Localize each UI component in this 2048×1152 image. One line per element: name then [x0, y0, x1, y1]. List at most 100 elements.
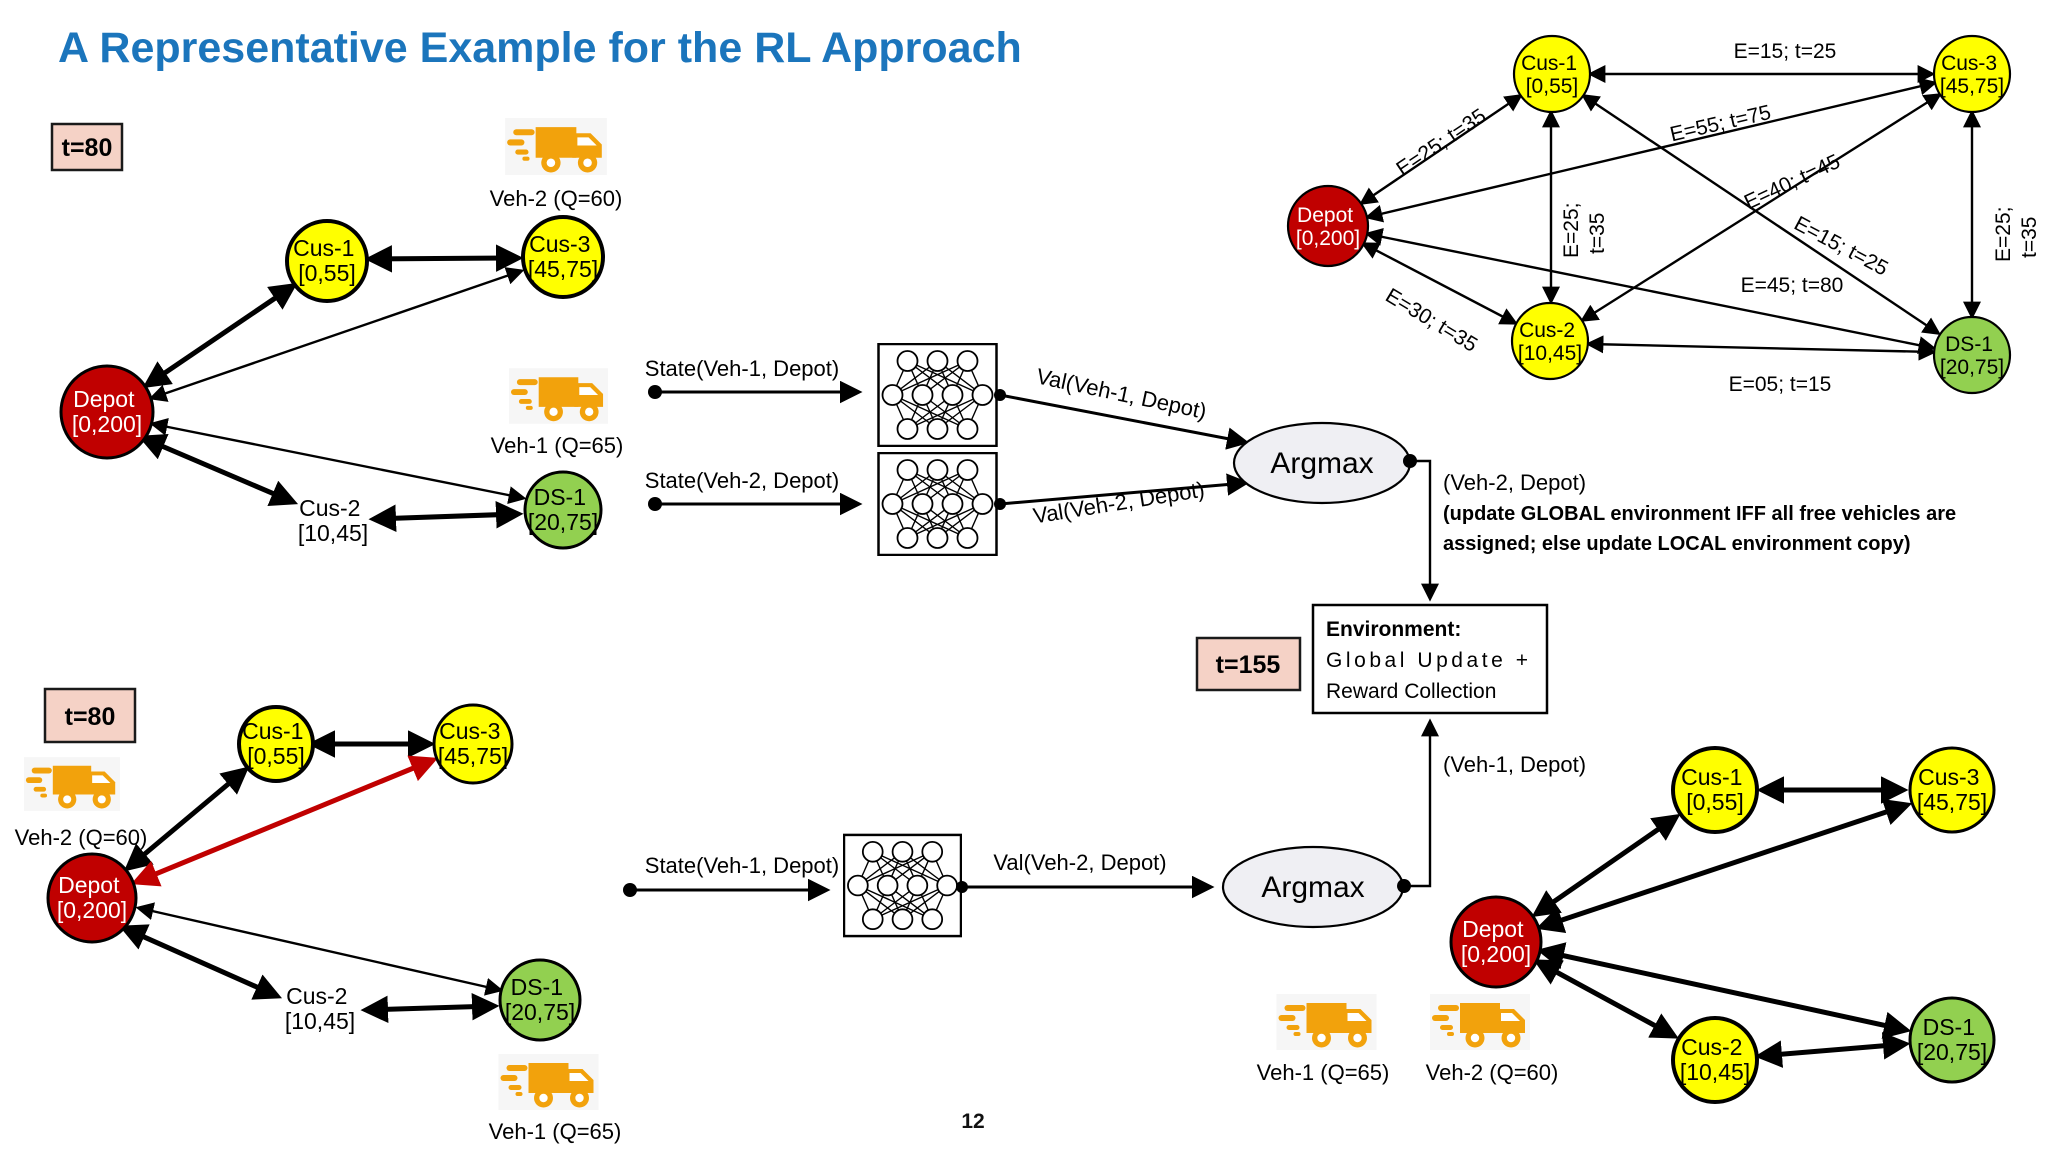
- edge-cus2-ds1: [1585, 335, 1937, 361]
- veh2-label: Veh-2 (Q=60): [490, 186, 623, 211]
- node-cus1: Cus-1 [0,55]: [1671, 746, 1759, 834]
- val-label: Val(Veh-2, Depot): [993, 850, 1166, 875]
- veh2-truck-icon: [505, 118, 607, 175]
- edge-label-depot-cus1: E=25; t=35: [1392, 104, 1490, 181]
- svg-text:DS-1 [20,75]: DS-1 [20,75]: [1917, 1014, 1987, 1065]
- edge-label-cus2-cus3: E=40; t=45: [1741, 150, 1844, 214]
- state2-label: State(Veh-2, Depot): [645, 468, 839, 493]
- environment-line2: Global Update +: [1326, 649, 1528, 672]
- svg-text:Cus-3 [45,75]: Cus-3 [45,75]: [528, 231, 598, 282]
- value-network: [843, 833, 962, 938]
- edge-label-depot-cus2: E=30; t=35: [1381, 284, 1481, 357]
- node-ds1: DS-1 [20,75]: [1932, 315, 2012, 395]
- edge-depot-cus3: [1364, 77, 1938, 223]
- environment-title: Environment:: [1326, 618, 1461, 641]
- argmax-label: Argmax: [1261, 871, 1364, 904]
- time-badge: [50, 122, 124, 172]
- update-note-line1: (update GLOBAL environment IFF all free …: [1443, 503, 1956, 525]
- edge-depot-cus2: [1533, 959, 1679, 1039]
- edge-label-cus3-ds1: E=25; t=35: [1992, 201, 2041, 262]
- svg-text:Depot [0,200]: Depot [0,200]: [1296, 204, 1360, 250]
- time-badge: [1195, 636, 1302, 692]
- node-depot: Depot [0,200]: [1286, 184, 1370, 268]
- val2-arrow: [999, 473, 1250, 506]
- graph-bottom-right: Veh-1 (Q=65) Veh-2 (Q=60) Cus-1 [0,55] C…: [1257, 746, 1996, 1104]
- node-ds1: DS-1 [20,75]: [498, 958, 582, 1042]
- environment-line3: Reward Collection: [1326, 680, 1496, 703]
- graph-top-left: t=80 Veh-2 (Q=60) Veh-1 (Q=65) Cus-1 [0,…: [50, 118, 624, 550]
- state1-label: State(Veh-1, Depot): [645, 356, 839, 381]
- edge-depot-cus2: [118, 924, 283, 1000]
- edge-label-cus1-ds1: E=15; t=25: [1790, 212, 1892, 281]
- svg-text:Cus-1 [0,55]: Cus-1 [0,55]: [1521, 52, 1583, 98]
- action-label: (Veh-1, Depot): [1443, 752, 1586, 777]
- svg-text:Cus-3 [45,75]: Cus-3 [45,75]: [438, 718, 508, 769]
- edge-depot-cus1: [123, 766, 250, 872]
- node-cus1: Cus-1 [0,55]: [285, 219, 369, 303]
- edge-depot-ds1: [149, 417, 527, 505]
- value-network-veh2: [877, 452, 998, 556]
- svg-text:Cus-1 [0,55]: Cus-1 [0,55]: [242, 718, 310, 769]
- edge-label-cus1-cus2: E=25; t=35: [1560, 197, 1609, 258]
- veh1-truck-icon: [509, 368, 608, 424]
- pipeline-bottom: State(Veh-1, Depot) Val(Veh-2, Depot) Ar…: [623, 718, 1586, 938]
- node-cus2: Cus-2 [10,45]: [1510, 301, 1590, 381]
- state-label: State(Veh-1, Depot): [645, 853, 839, 878]
- environment-box: [1311, 603, 1549, 715]
- node-cus3: Cus-3 [45,75]: [432, 703, 514, 785]
- edge-cus2-ds1: [1754, 1032, 1911, 1068]
- svg-text:Cus-2 [10,45]: Cus-2 [10,45]: [1518, 319, 1582, 365]
- node-cus3: Cus-3 [45,75]: [521, 215, 605, 299]
- svg-text:Cus-3 [45,75]: Cus-3 [45,75]: [1917, 764, 1987, 815]
- svg-text:DS-1 [20,75]: DS-1 [20,75]: [505, 974, 575, 1025]
- edge-label-cus2-ds1: E=05; t=15: [1729, 373, 1832, 396]
- edge-depot-cus3-selected: [130, 755, 439, 887]
- decision-to-environment-arrow: [1410, 459, 1439, 602]
- veh2-label: Veh-2 (Q=60): [1426, 1060, 1559, 1085]
- veh1-label: Veh-1 (Q=65): [489, 1119, 622, 1144]
- edge-depot-cus2: [137, 433, 299, 507]
- edge-depot-cus3: [1535, 798, 1913, 934]
- svg-text:DS-1 [20,75]: DS-1 [20,75]: [528, 484, 598, 535]
- edge-depot-cus1: [142, 282, 298, 389]
- node-cus3: Cus-3 [45,75]: [1908, 746, 1996, 834]
- svg-text:Depot [0,200]: Depot [0,200]: [1461, 916, 1531, 967]
- page-title: A Representative Example for the RL Appr…: [58, 24, 1022, 72]
- pipeline-top: State(Veh-1, Depot) State(Veh-2, Depot) …: [645, 343, 1956, 602]
- svg-text:Depot [0,200]: Depot [0,200]: [57, 872, 127, 923]
- val2-label: Val(Veh-2, Depot): [1031, 477, 1206, 529]
- edge-cus1-ds1: [1581, 93, 1941, 336]
- node-depot: Depot [0,200]: [59, 364, 155, 460]
- node-cus1: Cus-1 [0,55]: [1512, 34, 1592, 114]
- node-cus2-label: Cus-2 [10,45]: [298, 495, 368, 546]
- node-depot: Depot [0,200]: [46, 852, 138, 944]
- svg-text:DS-1 [20,75]: DS-1 [20,75]: [1940, 333, 2004, 379]
- edge-cus2-ds1: [368, 501, 524, 532]
- svg-text:Depot [0,200]: Depot [0,200]: [72, 386, 142, 437]
- veh1-label: Veh-1 (Q=65): [491, 433, 624, 458]
- veh2-label: Veh-2 (Q=60): [15, 825, 148, 850]
- svg-text:Cus-2 [10,45]: Cus-2 [10,45]: [1680, 1034, 1750, 1085]
- veh1-truck-icon: [498, 1054, 599, 1110]
- graph-availability: E=25; t=35 E=15; t=25 E=55; t=75 E=40; t…: [1286, 34, 2041, 396]
- edge-label-depot-cus3: E=55; t=75: [1668, 101, 1773, 147]
- svg-text:Cus-1 [0,55]: Cus-1 [0,55]: [293, 235, 361, 286]
- edge-cus3-cus2: [1579, 93, 1943, 322]
- node-cus2-label: Cus-2 [10,45]: [285, 983, 355, 1034]
- time-badge-label: t=80: [62, 134, 113, 162]
- svg-text:Cus-3 [45,75]: Cus-3 [45,75]: [1940, 52, 2004, 98]
- argmax-label: Argmax: [1270, 447, 1373, 480]
- edge-depot-cus1: [1531, 813, 1681, 918]
- page-number: 12: [961, 1110, 985, 1133]
- time-badge-label: t=155: [1216, 651, 1281, 679]
- value-network-veh1: [877, 343, 998, 447]
- edge-label-cus1-cus3: E=15; t=25: [1734, 40, 1837, 63]
- veh2-truck-icon: [1430, 994, 1530, 1050]
- action-label: (Veh-2, Depot): [1443, 470, 1586, 495]
- edge-cus1-cus3: [364, 244, 524, 273]
- val1-label: Val(Veh-1, Depot): [1034, 363, 1209, 423]
- node-cus3: Cus-3 [45,75]: [1932, 34, 2012, 114]
- decision-to-environment-arrow: [1404, 718, 1439, 888]
